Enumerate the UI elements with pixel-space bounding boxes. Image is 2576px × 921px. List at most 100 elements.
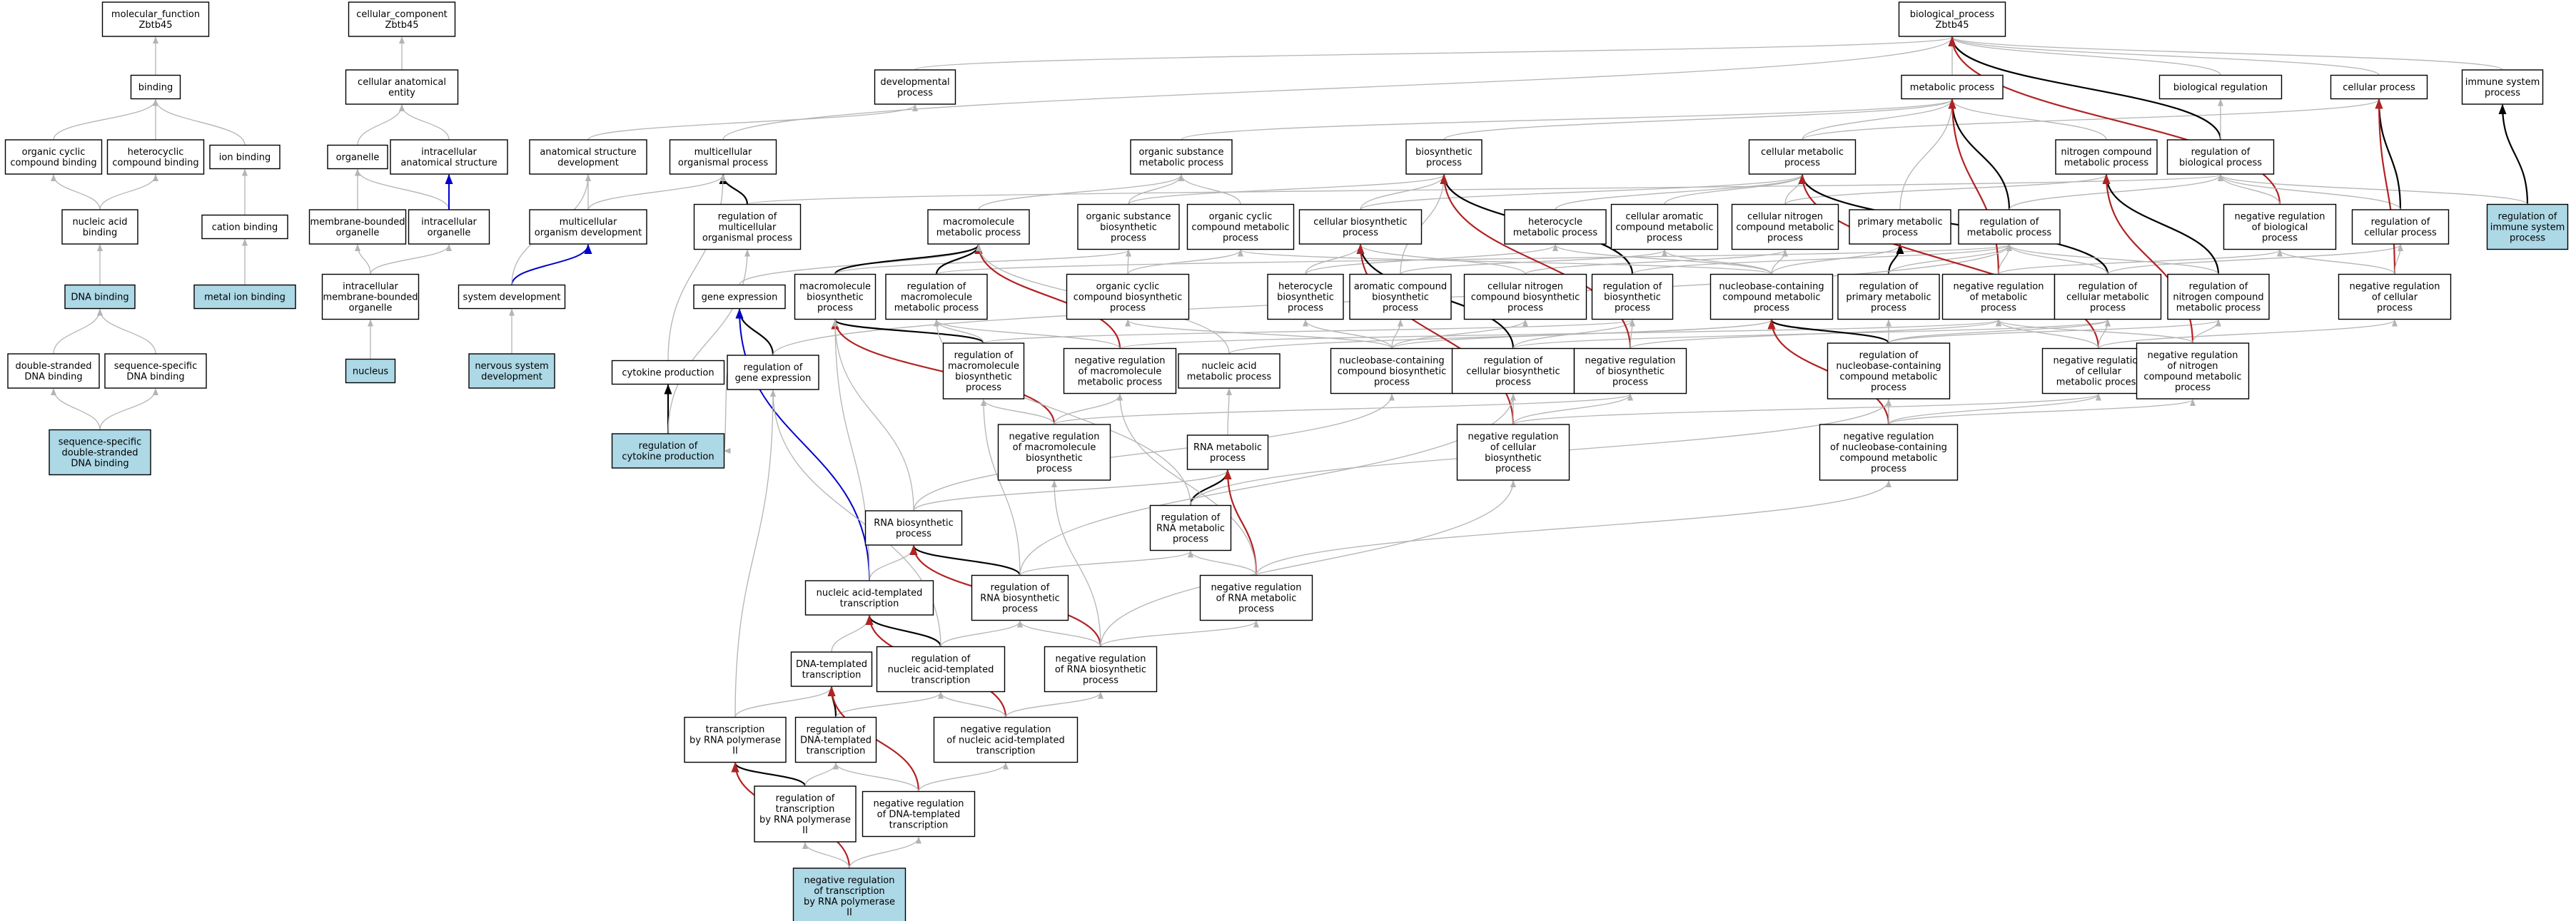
go-term-node-catb[interactable]: cation binding bbox=[201, 214, 288, 240]
go-term-node-nucleus[interactable]: nucleus bbox=[345, 358, 396, 384]
go-term-node-organelle[interactable]: organelle bbox=[327, 144, 388, 170]
go-term-label-line: of macromolecule bbox=[1079, 367, 1162, 377]
go-term-node-sysdev[interactable]: system development bbox=[458, 284, 566, 310]
go-term-box bbox=[1901, 74, 2004, 100]
go-term-node-gexp[interactable]: gene expression bbox=[693, 284, 786, 310]
go-term-label-line: gene expression bbox=[702, 292, 778, 303]
go-term-node-bioreg[interactable]: biological regulation bbox=[2158, 74, 2283, 100]
go-term-label-line: process bbox=[1647, 233, 1682, 244]
go-term-node-mib[interactable]: metal ion binding bbox=[193, 284, 296, 310]
edge-nrmmp-to-nrmp bbox=[1119, 319, 2001, 350]
go-term-node-rncbmp[interactable]: regulation ofnucleobase-containingcompou… bbox=[1827, 342, 1951, 400]
go-term-node-cytp[interactable]: cytokine production bbox=[611, 360, 725, 385]
go-term-label-line: transcription bbox=[802, 670, 862, 681]
go-term-node-dnab[interactable]: DNA binding bbox=[64, 284, 136, 310]
go-term-node-metproc[interactable]: metabolic process bbox=[1901, 74, 2004, 100]
go-term-node-rmbp[interactable]: regulation ofmacromoleculebiosyntheticpr… bbox=[942, 342, 1025, 400]
go-term-node-cellproc[interactable]: cellular process bbox=[2330, 74, 2428, 100]
go-term-label-line: regulation of bbox=[907, 282, 966, 292]
go-term-node-binding[interactable]: binding bbox=[130, 74, 181, 100]
go-term-node-ionb[interactable]: ion binding bbox=[209, 144, 281, 170]
